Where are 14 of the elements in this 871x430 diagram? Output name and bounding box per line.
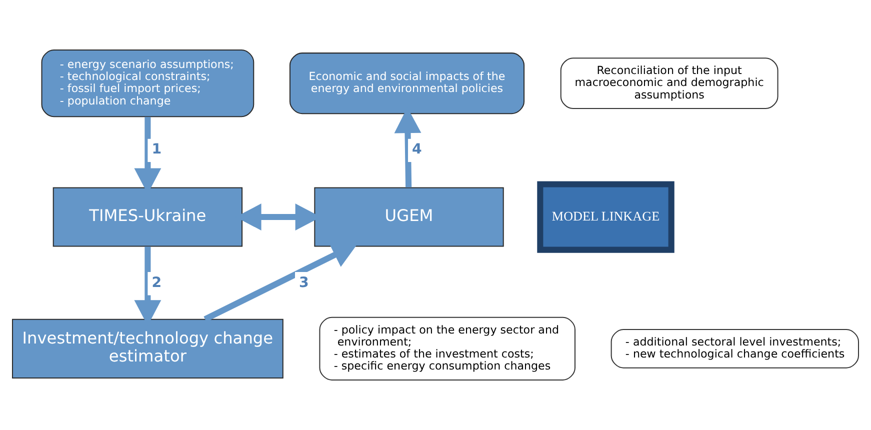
node-box: - additional sectoral level investments; - new technological change coefficients (610, 329, 859, 368)
node-box: Investment/technology change estimator (12, 318, 284, 378)
node-box: Economic and social impacts of the energy and environmental policies (289, 52, 525, 114)
node-box: UGEM (314, 187, 504, 247)
node-box: - policy impact on the energy sector and environment; - estimates of the investment costs; - specific energy consumption changes (319, 316, 576, 380)
edge-label: 1 (152, 142, 162, 158)
edge-label: 2 (152, 274, 162, 291)
node-box: TIMES-Ukraine (52, 187, 243, 247)
node-box: MODEL LINKAGE (537, 181, 674, 253)
arrow (204, 242, 358, 322)
node-box: - energy scenario assumptions; - technological constraints; - fossil fuel import prices; - population change (41, 50, 254, 118)
node-box: Reconciliation of the input macroeconomic and demographic assumptions (560, 58, 778, 110)
edge-label: 4 (412, 142, 422, 158)
edge-label: 3 (299, 274, 309, 291)
